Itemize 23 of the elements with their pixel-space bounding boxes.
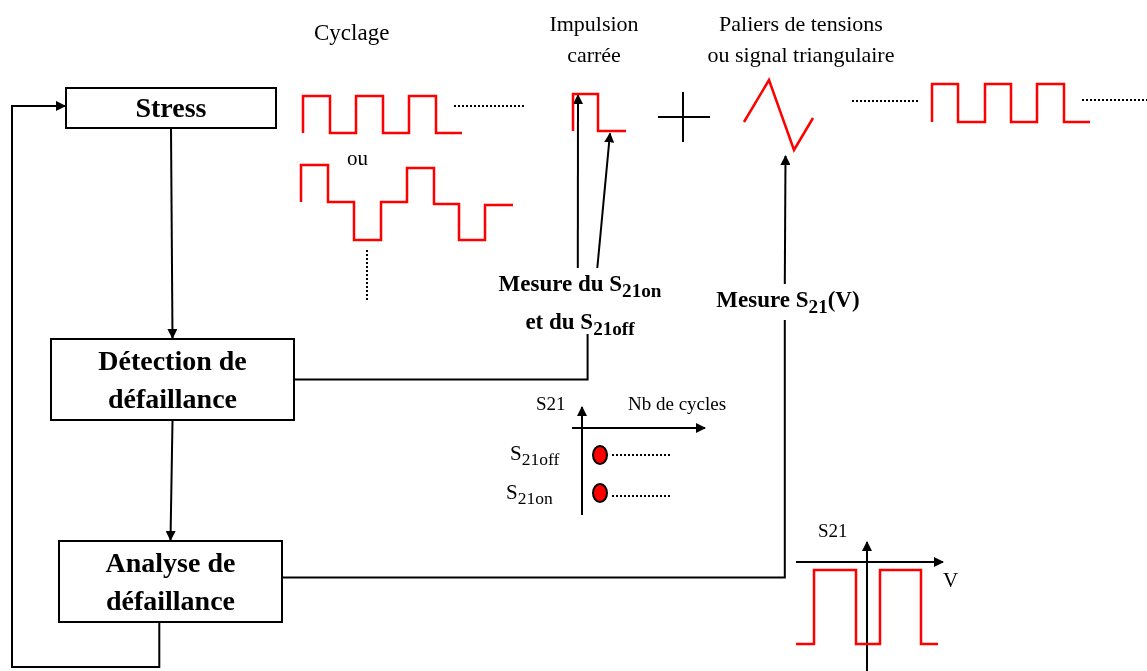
measurement-label: Mesure S$_{21}$(V) (708, 284, 868, 320)
connector-line (282, 319, 786, 579)
axis-value-label: S$_{21on}$ (506, 480, 553, 510)
arrow (11, 100, 161, 668)
text-label: ou (347, 146, 368, 171)
arrow (596, 132, 615, 269)
arrow (167, 128, 178, 339)
arrow (165, 420, 176, 541)
axis-label: S21 (536, 393, 566, 415)
process-box: Analyse de défaillance (58, 540, 283, 623)
process-box: Stress (65, 87, 277, 129)
square-pulse-waveform: Impulsion carrée (548, 8, 640, 136)
arrow (780, 155, 791, 285)
axis-value-label: S$_{21off}$ (510, 441, 560, 471)
axis-label: S21 (818, 520, 848, 542)
axis-label: V (943, 568, 959, 593)
measurement-label: Mesure du S$_{21on}$ et du S$_{21off}$ (472, 268, 688, 334)
arrow (573, 94, 583, 269)
axis-label: Nb de cycles (628, 393, 727, 415)
process-box: Détection de défaillance (50, 338, 295, 421)
connector-line (294, 333, 589, 381)
triangle-waveform: Paliers de tensions ou signal triangulaire (690, 8, 912, 156)
text-label: Cyclage (314, 20, 390, 46)
